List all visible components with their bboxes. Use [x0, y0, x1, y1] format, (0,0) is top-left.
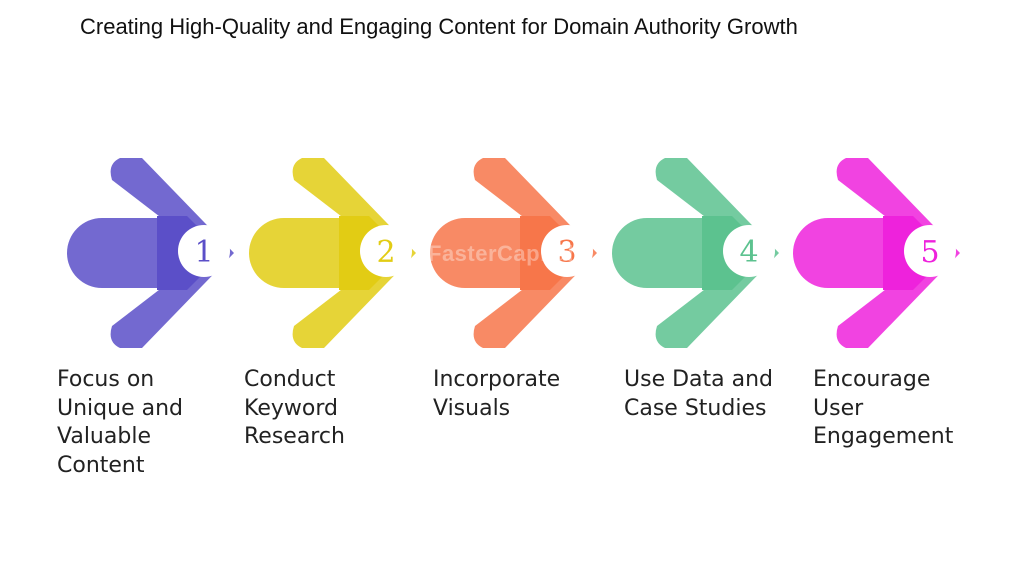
step-label-line: Keyword	[244, 395, 338, 421]
step-number: 5	[920, 235, 939, 270]
step-arrow-3: 3	[430, 158, 597, 348]
step-label-line: Valuable	[57, 424, 151, 449]
step-label-line: User	[813, 395, 864, 421]
step-label-line: Focus on	[57, 367, 155, 392]
number-badge	[904, 225, 956, 277]
step-label-line: Incorporate	[433, 367, 561, 392]
number-badge	[178, 225, 230, 277]
step-label-line: Unique and	[57, 395, 183, 421]
page-title: Creating High-Quality and Engaging Conte…	[80, 14, 798, 39]
step-number: 2	[376, 235, 395, 270]
step-number: 3	[557, 235, 576, 270]
number-badge	[723, 225, 775, 277]
step-1: 1	[62, 158, 247, 348]
step-label-line: Case Studies	[624, 395, 767, 421]
step-3: 3	[425, 158, 610, 348]
step-label-line: Engagement	[813, 424, 954, 449]
step-arrow-2: 2	[249, 158, 416, 348]
step-label-line: Research	[244, 424, 345, 449]
step-label-line: Conduct	[244, 367, 336, 392]
number-badge	[360, 225, 412, 277]
step-number: 4	[739, 235, 758, 270]
step-arrow-5: 5	[793, 158, 960, 348]
step-arrow-1: 1	[67, 158, 234, 348]
step-label-line: Visuals	[433, 395, 511, 421]
step-label-line: Encourage	[813, 367, 931, 392]
step-5: 5	[788, 158, 973, 348]
watermark: FasterCapital	[428, 241, 574, 266]
number-badge	[541, 225, 593, 277]
step-number: 1	[194, 235, 213, 270]
step-2: 2	[244, 158, 429, 348]
step-4: 4	[607, 158, 792, 348]
step-label-line: Use Data and	[624, 367, 774, 392]
step-arrow-4: 4	[612, 158, 779, 348]
step-label-line: Content	[57, 452, 145, 478]
